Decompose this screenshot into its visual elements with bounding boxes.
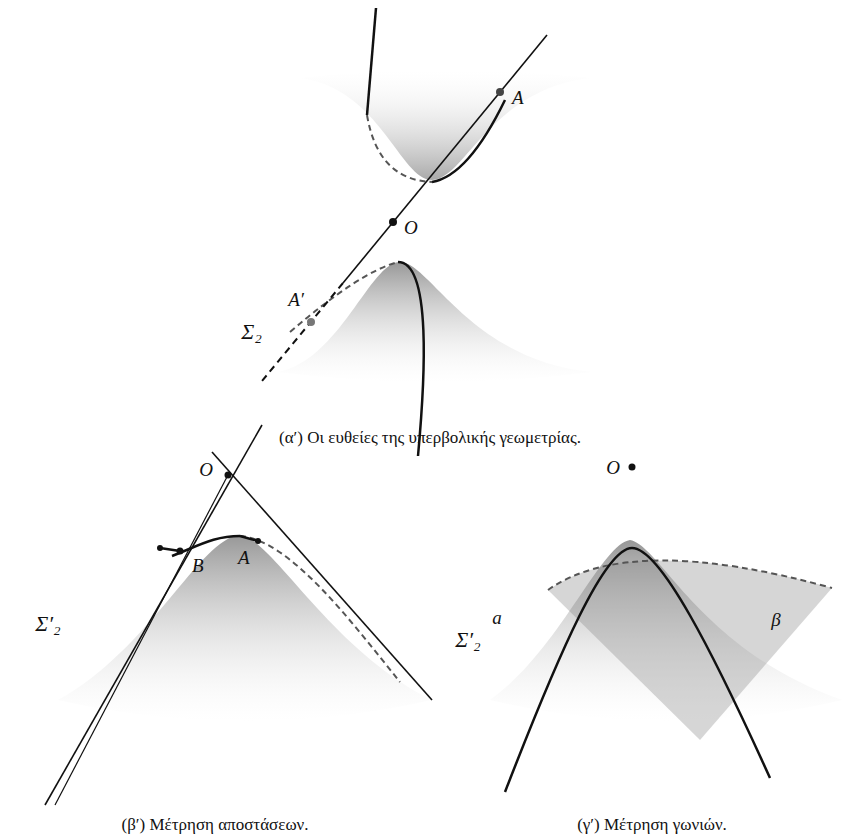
point [255,538,261,544]
caption: (γ′) Μέτρηση γωνιών. [577,816,727,835]
point-label: O [606,458,620,479]
point [307,318,315,326]
geodesic-hidden [290,262,398,332]
point-label: β [771,610,780,631]
plane-edge [548,560,832,590]
surface-label: Σ′₂ [35,612,61,636]
point-label: A′ [288,290,304,311]
line [55,475,228,805]
point [629,464,636,471]
point [496,88,504,96]
surface-label: Σ₂ [241,320,262,344]
point [225,472,232,479]
upper-sheet [300,70,592,180]
line [343,35,547,283]
geodesic-hidden [367,115,432,182]
point-label: A [512,88,524,109]
geodesic-hidden [240,536,400,682]
plane [548,560,832,740]
point [389,218,397,226]
surface-label: Σ′₂ [455,628,481,652]
point-label: B [192,556,204,577]
geodesic [172,536,240,556]
geodesic [505,548,770,792]
geodesic [398,262,424,456]
caption: (β′) Μέτρηση αποστάσεων. [121,816,308,835]
point [177,548,184,555]
point-label: a [492,608,502,629]
geodesic [367,8,376,115]
point-label: O [199,460,213,481]
point-label: A [238,548,250,569]
point-label: O [404,218,418,239]
lower-sheet [278,262,592,382]
point [157,545,163,551]
geodesic [432,100,505,182]
caption: (α′) Οι ευθείες της υπερβολικής γεωμετρί… [279,429,581,448]
line [212,452,432,700]
line-hidden [262,283,343,381]
line [45,425,262,805]
